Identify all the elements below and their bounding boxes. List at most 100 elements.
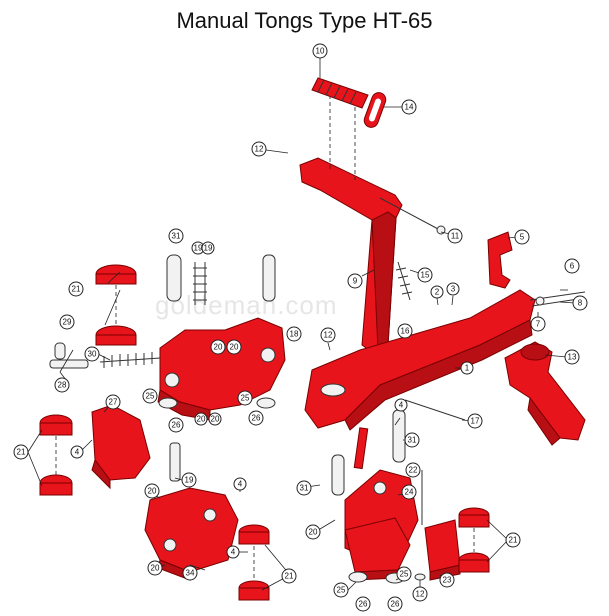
callout-34: 34: [182, 565, 198, 581]
svg-text:26: 26: [172, 421, 181, 430]
svg-text:20: 20: [151, 564, 160, 573]
part-spring-30: [99, 352, 161, 368]
svg-text:31: 31: [408, 436, 417, 445]
part-bracket-23: [424, 519, 461, 581]
svg-text:20: 20: [211, 415, 220, 424]
svg-text:5: 5: [520, 233, 525, 242]
svg-text:21: 21: [509, 536, 518, 545]
svg-text:2: 2: [435, 288, 440, 297]
callout-25b: 25: [237, 390, 253, 406]
callout-14: 14: [401, 99, 417, 115]
callout-22: 22: [405, 462, 421, 478]
svg-text:25: 25: [241, 394, 250, 403]
part-lever-handle: [299, 95, 403, 353]
callout-2: 2: [430, 285, 444, 299]
svg-text:17: 17: [471, 417, 480, 426]
callout-20d: 20: [208, 412, 222, 426]
svg-text:25: 25: [146, 392, 155, 401]
part-clamp-21-left: [39, 414, 73, 496]
callout-20a: 20: [210, 339, 226, 355]
svg-text:16: 16: [401, 327, 410, 336]
callout-23: 23: [439, 572, 455, 588]
part-nut-25-upper: [158, 397, 276, 409]
part-rod-6: [529, 291, 586, 307]
svg-text:13: 13: [568, 353, 577, 362]
svg-text:22: 22: [409, 466, 418, 475]
callout-8: 8: [572, 295, 588, 311]
part-pin-19-center: [353, 427, 369, 470]
callout-6: 6: [564, 258, 580, 274]
svg-text:6: 6: [570, 262, 575, 271]
callout-25a: 25: [142, 388, 158, 404]
callout-30: 30: [84, 346, 100, 362]
part-clamp-21-lower: [238, 524, 270, 601]
svg-text:18: 18: [290, 330, 299, 339]
part-jaw-13: [504, 341, 586, 446]
part-clamp-21-right: [458, 507, 490, 573]
svg-text:28: 28: [58, 381, 67, 390]
callout-26a: 26: [168, 417, 184, 433]
callout-19c: 19: [181, 472, 197, 488]
callout-26d: 26: [387, 596, 403, 612]
diagram-title: Manual Tongs Type HT-65: [176, 8, 433, 33]
callout-19b: 19: [201, 241, 215, 255]
part-spring-10: [311, 77, 369, 109]
svg-text:20: 20: [148, 487, 157, 496]
svg-text:34: 34: [186, 569, 195, 578]
part-hook-5: [487, 231, 513, 289]
part-pin-19-lower: [169, 442, 181, 482]
callout-15: 15: [417, 267, 433, 283]
svg-text:14: 14: [405, 103, 414, 112]
svg-text:20: 20: [214, 343, 223, 352]
part-pin-11: [379, 197, 446, 235]
callout-7: 7: [530, 316, 546, 332]
svg-text:23: 23: [443, 576, 452, 585]
part-clamp-21-upper: [95, 264, 137, 346]
part-spring-15: [395, 261, 413, 301]
part-bolt-17: [404, 399, 466, 421]
callout-20c: 20: [194, 412, 208, 426]
svg-text:30: 30: [88, 350, 97, 359]
callout-26c: 26: [355, 596, 371, 612]
svg-text:20: 20: [197, 415, 206, 424]
callout-4b: 4: [70, 445, 84, 459]
callout-4a: 4: [394, 398, 408, 412]
svg-text:19: 19: [194, 244, 203, 253]
watermark: goldeman.com: [155, 290, 338, 320]
callout-18: 18: [286, 326, 302, 342]
callout-20e: 20: [305, 524, 321, 540]
svg-text:21: 21: [72, 285, 81, 294]
callout-16: 16: [397, 323, 413, 339]
callout-3: 3: [446, 282, 460, 296]
callout-25d: 25: [396, 566, 412, 582]
callout-11: 11: [447, 228, 463, 244]
part-roller-31-upper: [166, 254, 276, 302]
svg-text:20: 20: [230, 343, 239, 352]
callout-21b: 21: [13, 444, 29, 460]
callout-12: 12: [251, 141, 267, 157]
callout-29: 29: [59, 314, 75, 330]
svg-text:19: 19: [185, 476, 194, 485]
callout-1: 1: [460, 361, 474, 375]
callout-12c: 12: [412, 586, 428, 602]
svg-text:4: 4: [399, 401, 404, 410]
callout-20f: 20: [144, 483, 160, 499]
svg-text:26: 26: [391, 600, 400, 609]
callout-28: 28: [54, 377, 70, 393]
svg-text:20: 20: [309, 528, 318, 537]
svg-text:21: 21: [17, 448, 26, 457]
part-spring-19-upper: [193, 262, 207, 305]
svg-text:12: 12: [416, 590, 425, 599]
part-nut-25-lower: [348, 571, 426, 584]
callout-5: 5: [514, 229, 530, 245]
svg-text:31: 31: [300, 484, 309, 493]
svg-text:4: 4: [231, 548, 236, 557]
svg-text:21: 21: [285, 572, 294, 581]
svg-text:29: 29: [63, 318, 72, 327]
callout-31b: 31: [404, 432, 420, 448]
svg-text:9: 9: [353, 277, 358, 286]
svg-text:25: 25: [337, 586, 346, 595]
svg-text:26: 26: [252, 414, 261, 423]
